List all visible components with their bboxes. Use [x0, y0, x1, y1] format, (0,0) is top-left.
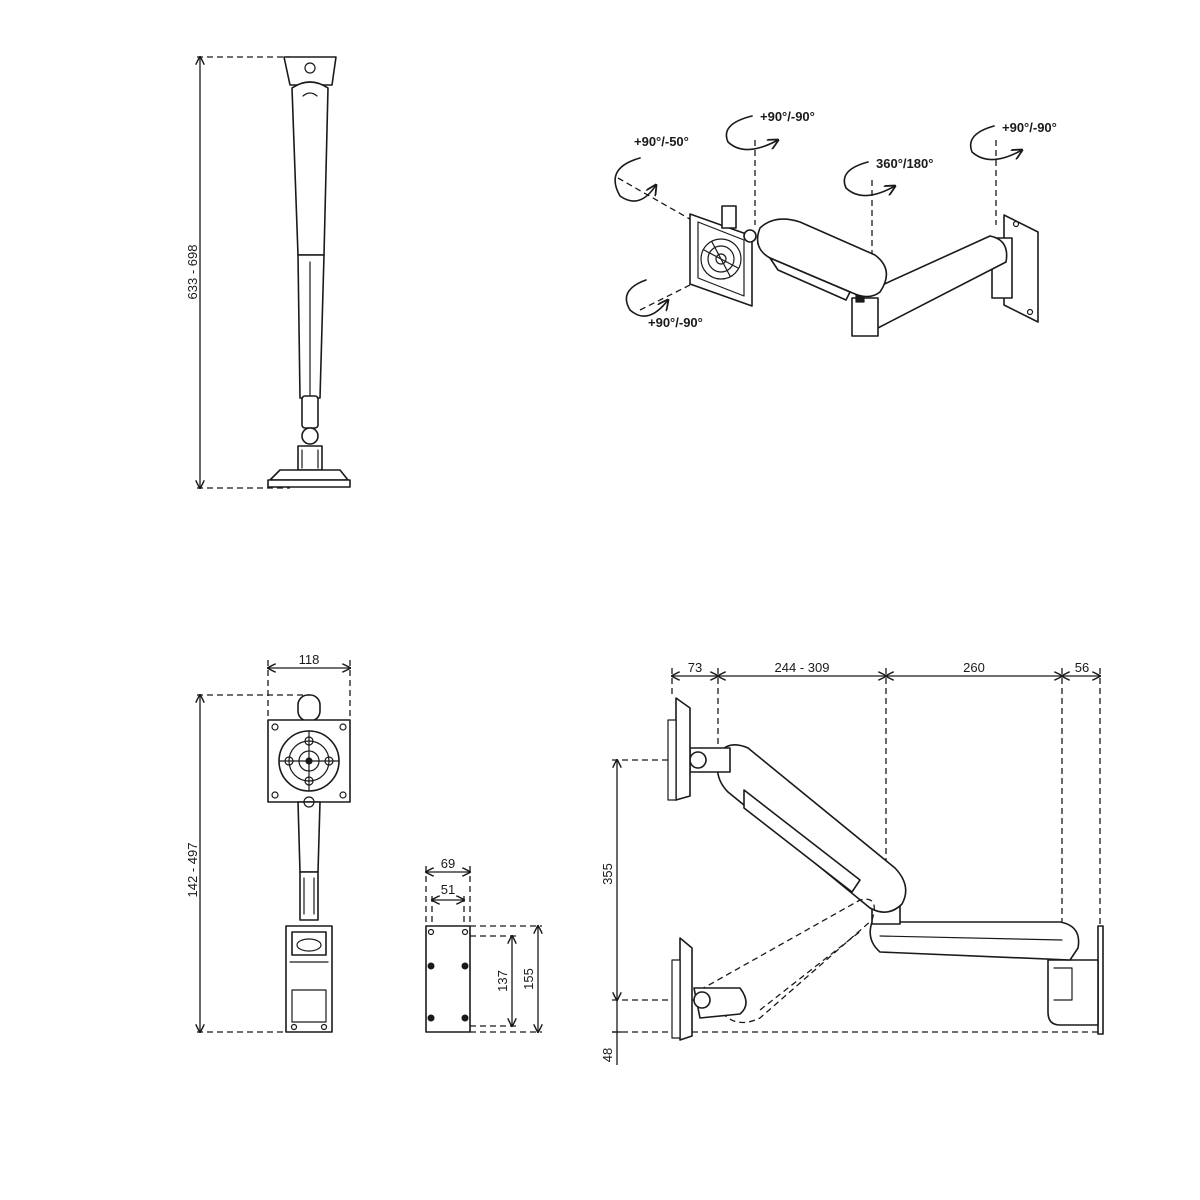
vesa-top-tab — [721, 205, 737, 229]
side-range-view: 73 244 - 309 260 56 355 48 — [600, 660, 1104, 1065]
side-head-joint-raised — [689, 751, 707, 769]
head-joint — [301, 427, 319, 445]
front-height-label: 142 - 497 — [185, 843, 200, 898]
side-main-arm-raised — [716, 744, 907, 913]
base-plate — [267, 479, 351, 488]
side-vesa-plate-lowered — [671, 959, 681, 1039]
lower-arm — [297, 254, 325, 399]
depth-arm1-label: 244 - 309 — [775, 660, 830, 675]
depth-arm2-label: 260 — [963, 660, 985, 675]
front-width-label: 118 — [299, 652, 320, 667]
side-vesa-raised — [675, 697, 691, 801]
height-range-label: 355 — [600, 863, 615, 885]
tilt-rotation-arrow — [614, 157, 656, 202]
wall-joint-label: +90°/-90° — [1002, 120, 1057, 135]
head-stem — [301, 395, 319, 429]
front-top-post — [297, 694, 321, 722]
front-view: 118 142 - 497 — [185, 652, 350, 1032]
wall-plate-front — [425, 925, 471, 1033]
base-plate-top — [269, 469, 349, 481]
main-arm-spring — [769, 257, 851, 301]
joint-mid-label: 360°/180° — [876, 156, 933, 171]
tilt-rotation-label: +90°/-50° — [634, 134, 689, 149]
wall-joint-arrow — [969, 125, 1022, 161]
upper-arm — [291, 81, 329, 256]
head-swivel-top-arrow — [725, 115, 778, 151]
plate-height-inner-label: 137 — [495, 970, 510, 992]
total-height-label: 633 - 698 — [185, 245, 200, 300]
front-lower-arm — [299, 871, 319, 921]
side-vesa-plate-raised — [667, 719, 677, 801]
elbow-post — [851, 297, 879, 337]
side-view: 633 - 698 — [185, 56, 351, 488]
depth-head-label: 73 — [688, 660, 702, 675]
wall-plate-view: 69 51 137 155 — [426, 856, 542, 1032]
head-swivel-bottom-arrow — [625, 279, 668, 317]
vesa-center-ring — [700, 238, 742, 280]
head-swivel-top-label: +90°/-90° — [760, 109, 815, 124]
plate-height-outer-label: 155 — [521, 968, 536, 990]
side-vesa-lowered — [679, 937, 693, 1041]
side-main-arm-spring — [743, 789, 861, 893]
side-main-arm-lowered — [698, 898, 875, 1024]
upper-arm-detail — [302, 92, 318, 97]
depth-wall-label: 56 — [1075, 660, 1089, 675]
top-cap-hole — [304, 62, 316, 74]
main-arm — [756, 218, 888, 298]
plate-width-outer-label: 69 — [441, 856, 455, 871]
head-swivel-bottom-label: +90°/-90° — [648, 315, 703, 330]
head-pivot — [743, 229, 757, 243]
height-min-label: 48 — [600, 1048, 615, 1062]
front-arm — [297, 801, 321, 873]
joint-mid-arrow — [843, 161, 895, 197]
plate-width-inner-label: 51 — [441, 882, 455, 897]
top-cap — [283, 56, 337, 86]
side-wall-arm — [869, 921, 1080, 961]
perspective-view: +90°/-50° +90°/-90° 360°/180° +90°/-90° … — [614, 109, 1057, 337]
side-wall-bracket — [1047, 959, 1099, 1026]
side-head-joint-lowered — [693, 991, 711, 1009]
